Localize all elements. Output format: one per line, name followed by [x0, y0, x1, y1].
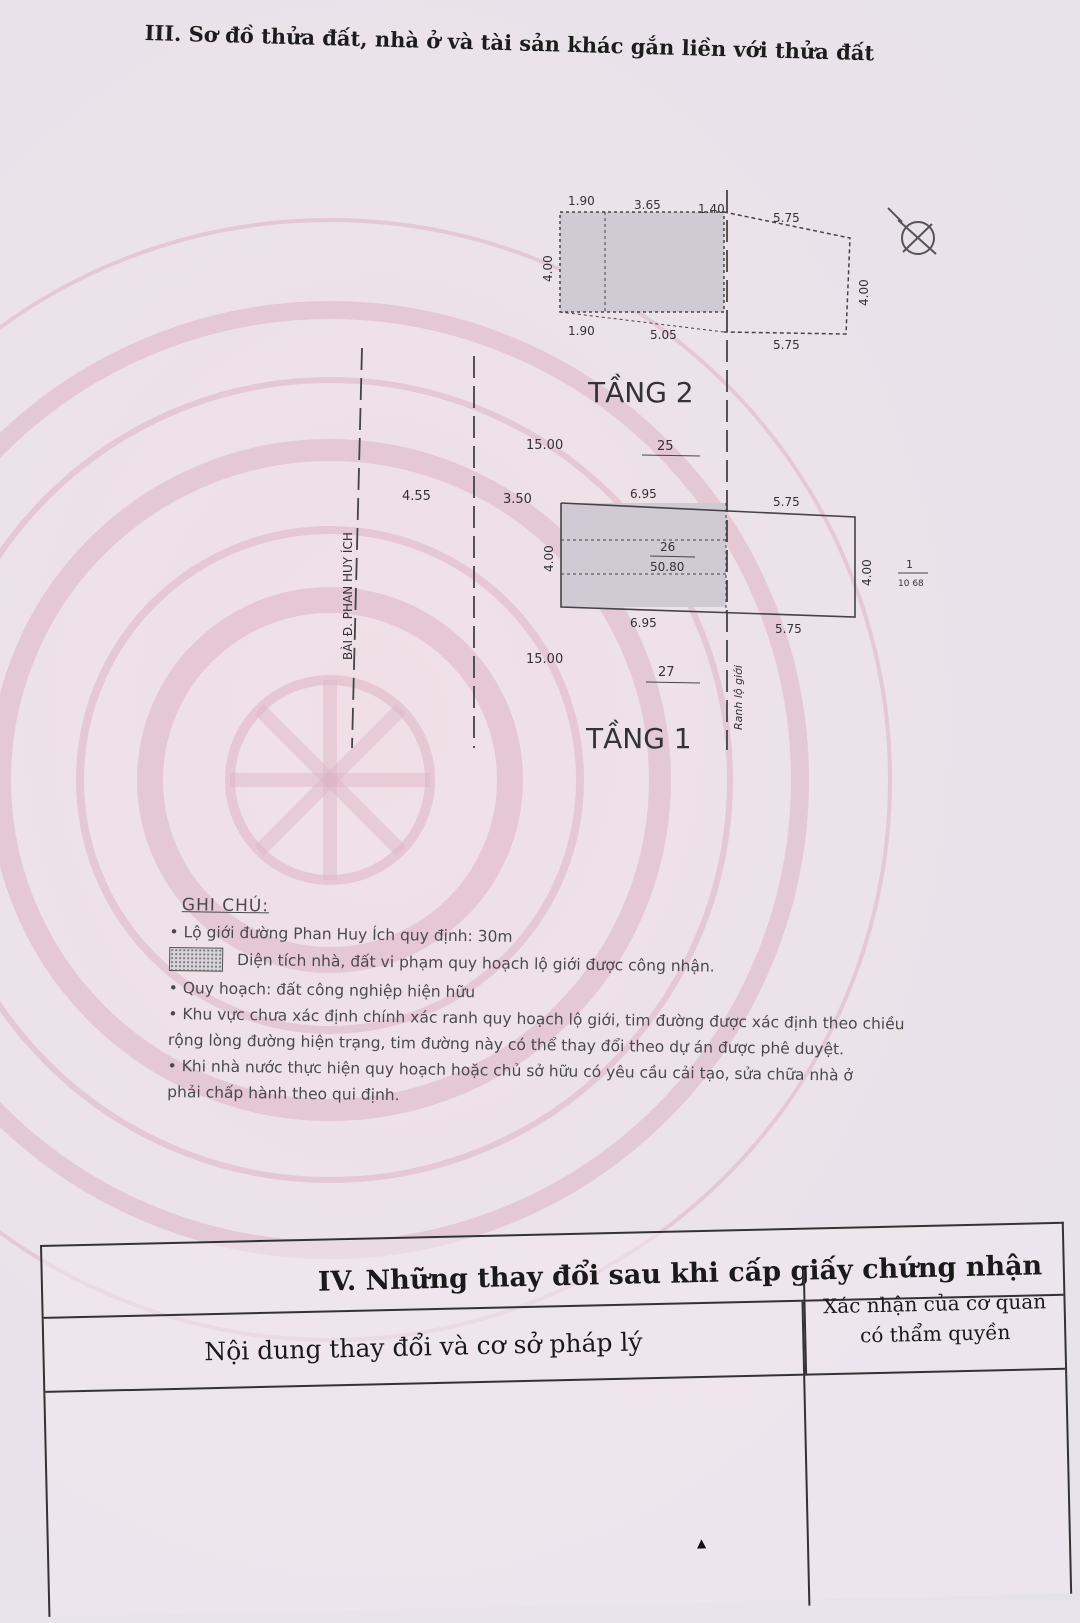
road-width-upper: 15.00 — [526, 438, 563, 453]
dim-f1-top-1: 6.95 — [630, 487, 657, 501]
legend-row: Diện tích nhà, đất vi phạm quy hoạch lộ … — [168, 946, 999, 983]
dim-f2-top-2: 3.65 — [634, 198, 661, 212]
scale-top: 1 — [906, 558, 913, 571]
road-width-lower: 15.00 — [526, 652, 563, 667]
dim-f2-bottom-1: 1.90 — [568, 324, 595, 338]
floor2-label: TẦNG 2 — [587, 372, 694, 409]
note-planning: • Quy hoạch: đất công nghiệp hiện hữu — [168, 978, 476, 1002]
confirm-column-header: Xác nhận của cơ quan có thẩm quyền — [802, 1263, 1066, 1376]
note-undetermined-2: rộng lòng đường hiện trạng, tim đường nà… — [167, 1030, 845, 1059]
parcel-upper: 25 — [657, 439, 674, 454]
north-arrow-icon — [887, 207, 937, 255]
floor1-label: TẦNG 1 — [585, 718, 692, 755]
confirm-header-line2: có thẩm quyền — [859, 1320, 1011, 1348]
floor1-plan — [560, 502, 856, 618]
dim-f1-top-2: 5.75 — [773, 495, 800, 509]
floor2-violation-area — [560, 212, 724, 312]
dim-f1-right: 4.00 — [860, 559, 874, 586]
confirm-header-line1: Xác nhận của cơ quan — [822, 1289, 1047, 1319]
dim-f1-bottom-2: 5.75 — [775, 622, 802, 636]
parcel-area: 50.80 — [650, 560, 684, 574]
dim-f2-top-3: 1.40 — [698, 202, 725, 216]
notes-section: GHI CHÚ: • Lộ giới đường Phan Huy Ích qu… — [167, 895, 1000, 1113]
scale-bottom: 10 68 — [898, 579, 924, 589]
content-column-body: ▲ — [45, 1375, 811, 1623]
parcel-number: 26 — [660, 540, 675, 554]
road-edge-line — [351, 347, 363, 749]
floor1-violation-area — [561, 503, 726, 607]
floor2-plan — [559, 211, 851, 335]
small-mark: ▲ — [696, 1535, 707, 1551]
note-undetermined-1: • Khu vực chưa xác định chính xác ranh q… — [168, 1004, 905, 1034]
dim-f2-top-1: 1.90 — [568, 194, 595, 208]
dim-f2-left: 4.00 — [541, 255, 555, 282]
boundary-label: Ranh lộ giới — [732, 665, 745, 730]
changes-table: IV. Những thay đổi sau khi cấp giấy chứn… — [40, 1221, 1073, 1623]
dim-f2-top-4: 5.75 — [773, 211, 800, 225]
dim-f1-left: 4.00 — [542, 545, 556, 572]
parcel-lower: 27 — [658, 665, 675, 680]
dim-f2-bottom-2: 5.05 — [650, 328, 677, 342]
offset-left: 4.55 — [402, 489, 431, 504]
dim-f2-bottom-3: 5.75 — [773, 338, 800, 352]
note-state-plan-1: • Khi nhà nước thực hiện quy hoạch hoặc … — [167, 1056, 854, 1085]
street-label: BÀI Đ. PHAN HUY ÍCH — [340, 532, 355, 660]
offset-inner: 3.50 — [503, 492, 532, 507]
hatch-legend-swatch — [168, 946, 224, 972]
dim-f1-bottom-1: 6.95 — [630, 616, 657, 630]
note-hatch-meaning: Diện tích nhà, đất vi phạm quy hoạch lộ … — [236, 950, 715, 976]
site-plan-drawing: 1.90 3.65 1.40 5.75 1.90 5.05 5.75 4.00 … — [340, 190, 937, 755]
dim-f2-right: 4.00 — [857, 279, 871, 306]
